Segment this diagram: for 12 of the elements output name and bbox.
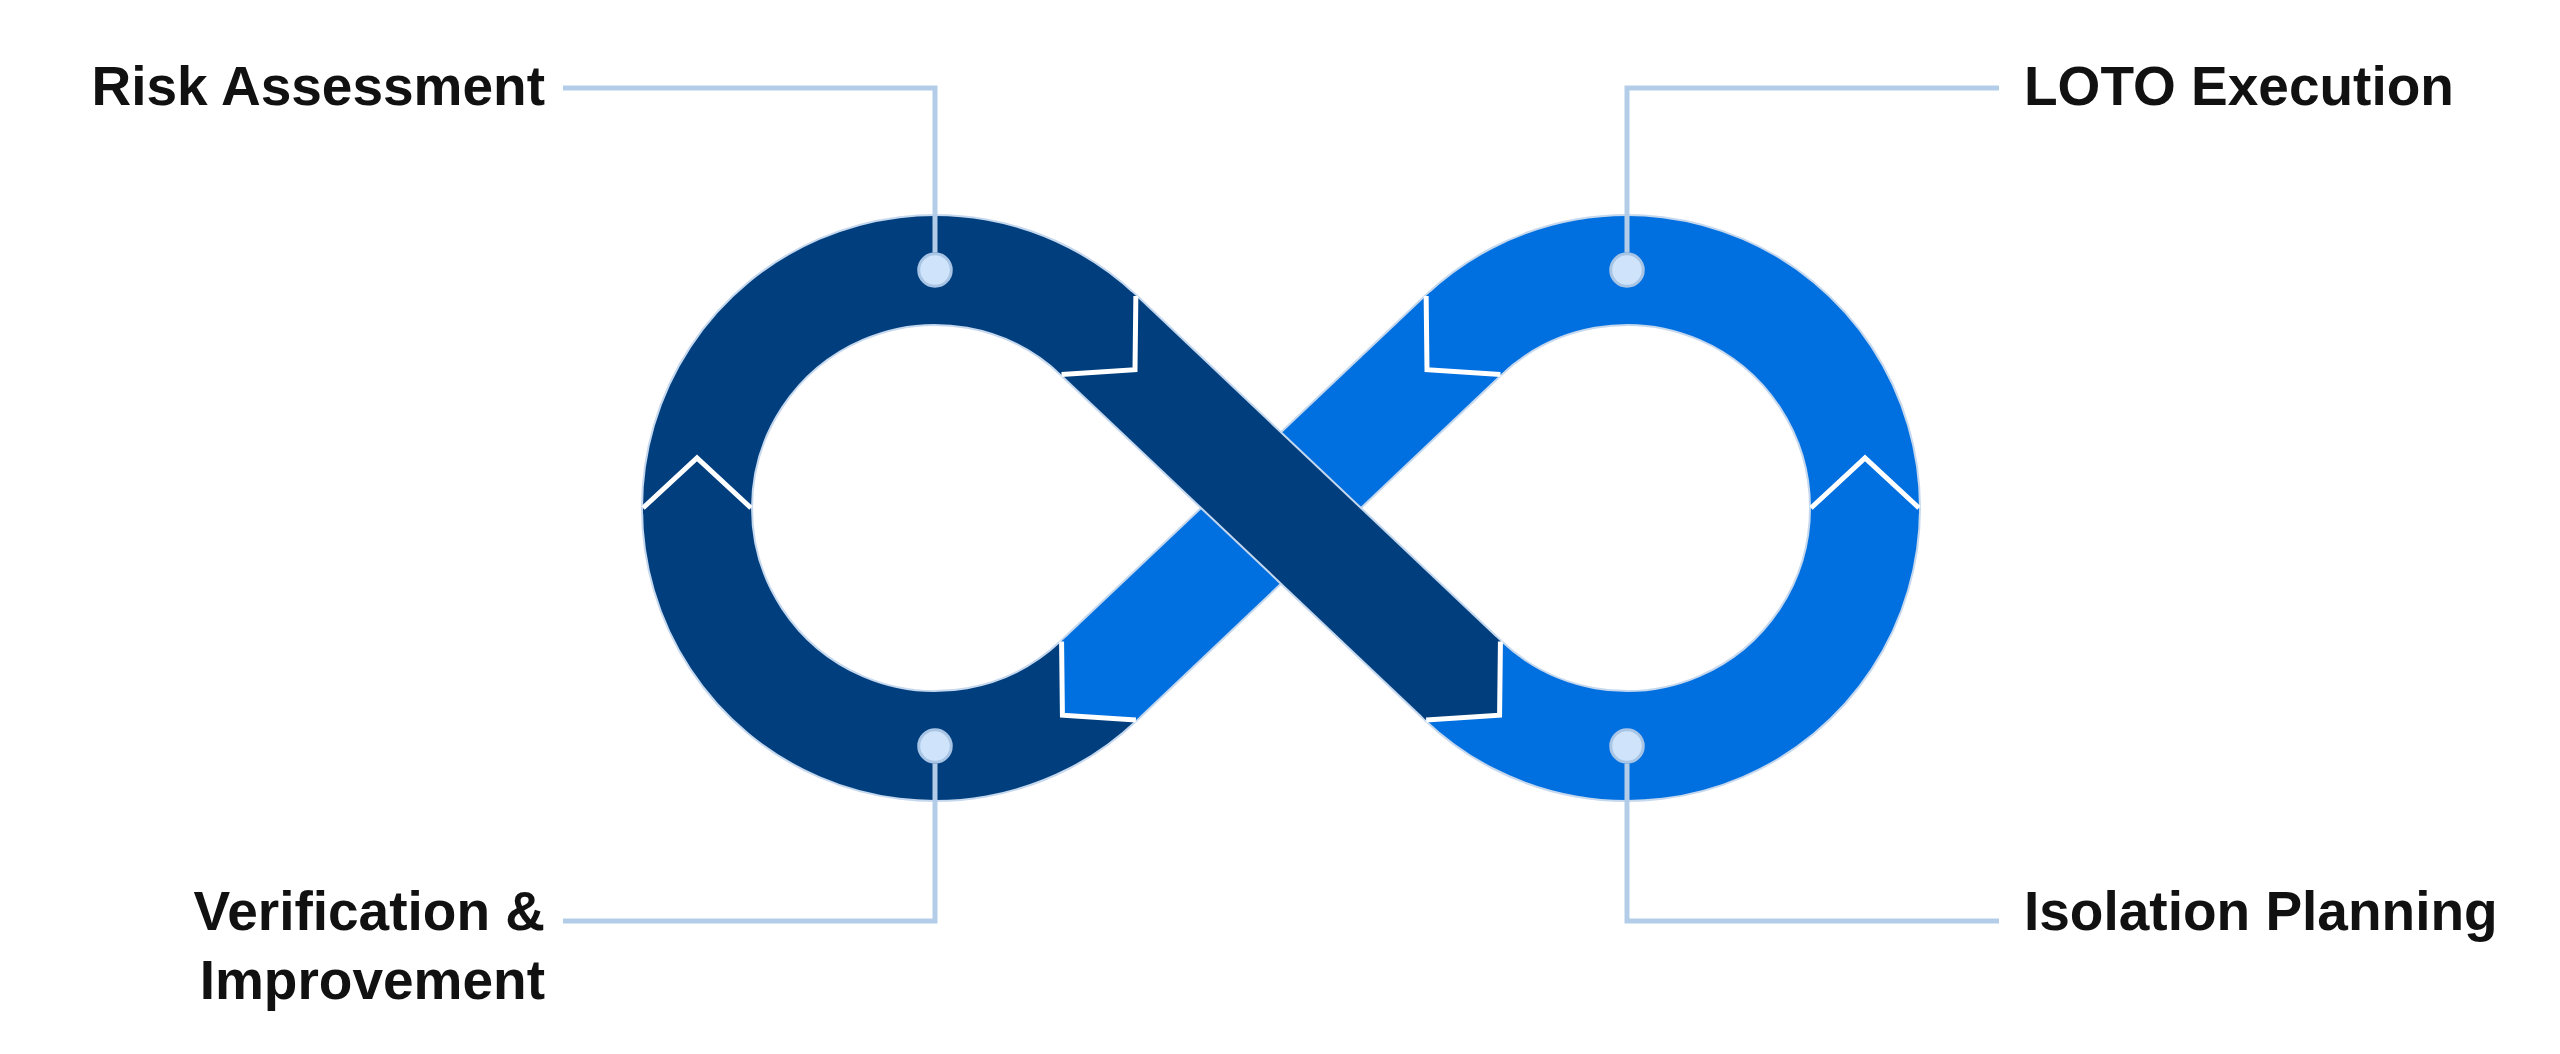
leader-line <box>563 85 938 253</box>
leader-line <box>1624 763 1999 924</box>
leader-line <box>563 763 938 924</box>
marker-dot-icon <box>917 728 953 764</box>
step-label: Verification & Improvement <box>167 877 545 1015</box>
marker-dot-icon <box>1609 728 1645 764</box>
step-label: Isolation Planning <box>2024 877 2498 946</box>
step-label: LOTO Execution <box>2024 52 2454 121</box>
marker-dot-icon <box>917 252 953 288</box>
leader-line <box>1624 85 1999 253</box>
marker-dot-icon <box>1609 252 1645 288</box>
step-label: Risk Assessment <box>91 52 545 121</box>
